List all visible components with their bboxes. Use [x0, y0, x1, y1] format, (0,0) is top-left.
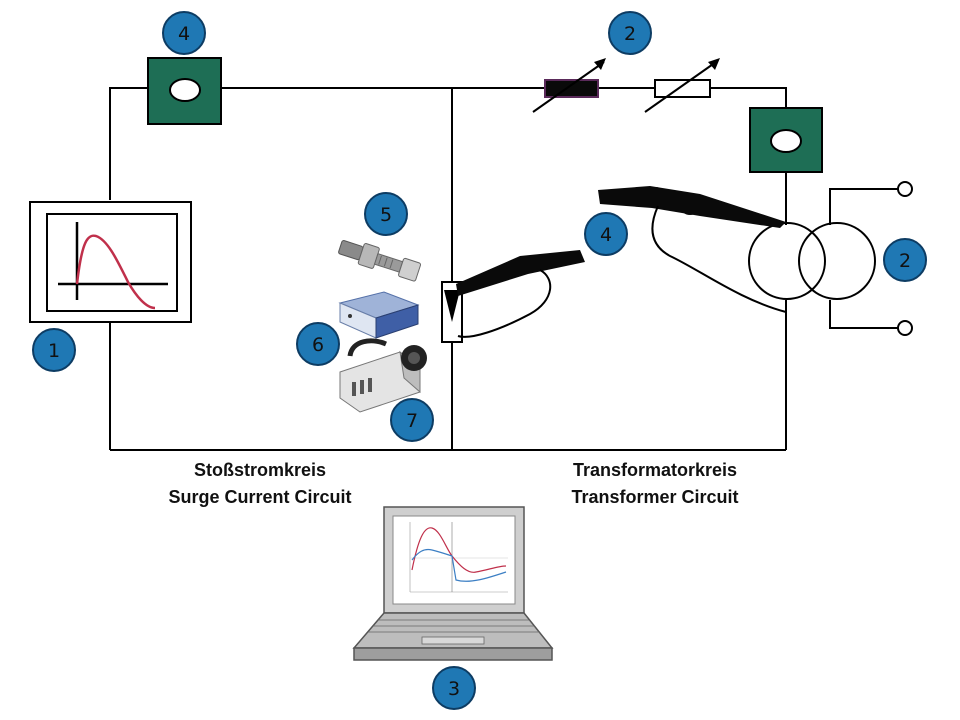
wire-top-right [710, 87, 787, 108]
current-transformer-icon [147, 57, 222, 125]
svg-text:5: 5 [380, 204, 392, 226]
transformer-circuit-label-de: Transformatorkreis [572, 460, 738, 480]
badge-pressure-sensor: 5 [364, 192, 408, 236]
shunt-resistor-icon [441, 281, 463, 343]
badge-transformer: 2 [883, 238, 927, 282]
laptop-icon [352, 506, 554, 661]
wire-secondary-top [829, 188, 898, 225]
badge-current-sensor-top: 4 [162, 11, 206, 55]
transformer-circuit-label: Transformatorkreis Transformer Circuit [540, 457, 770, 511]
surge-waveform [75, 234, 156, 310]
svg-text:4: 4 [178, 23, 190, 45]
pressure-sensor-icon [338, 240, 422, 282]
wire-secondary-bottom [829, 300, 898, 329]
badge-resistor-top: 2 [608, 11, 652, 55]
surge-circuit-label-de: Stoßstromkreis [193, 460, 327, 480]
transformer-circuit-label-en: Transformer Circuit [571, 487, 739, 507]
voltage-probe-icon [456, 186, 787, 338]
wire-left-top [109, 87, 148, 200]
svg-text:3: 3 [448, 678, 460, 700]
variable-resistor-white-icon [644, 58, 720, 113]
wiring [109, 87, 898, 451]
svg-text:4: 4 [600, 224, 612, 246]
badge-laptop: 3 [432, 666, 476, 710]
surge-circuit-label-en: Surge Current Circuit [168, 487, 352, 507]
transformer-icon [748, 222, 876, 300]
current-transformer-right-icon [749, 107, 823, 173]
svg-text:7: 7 [406, 410, 418, 432]
terminal-top [897, 181, 913, 197]
laptop-screen-plot [409, 522, 508, 593]
terminal-bottom [897, 320, 913, 336]
svg-text:1: 1 [48, 340, 60, 362]
badge-camera: 7 [390, 398, 434, 442]
badge-generator: 1 [32, 328, 76, 372]
surge-generator-icon [29, 201, 192, 323]
svg-text:2: 2 [899, 250, 911, 272]
high-speed-camera-icon [339, 338, 427, 413]
data-acquisition-box-icon [338, 291, 420, 339]
badge-daq: 6 [296, 322, 340, 366]
variable-resistor-icon [532, 58, 606, 113]
surge-circuit-label: Stoßstromkreis Surge Current Circuit [150, 457, 370, 511]
badge-probe: 4 [584, 212, 628, 256]
svg-text:2: 2 [624, 23, 636, 45]
svg-text:6: 6 [312, 334, 324, 356]
